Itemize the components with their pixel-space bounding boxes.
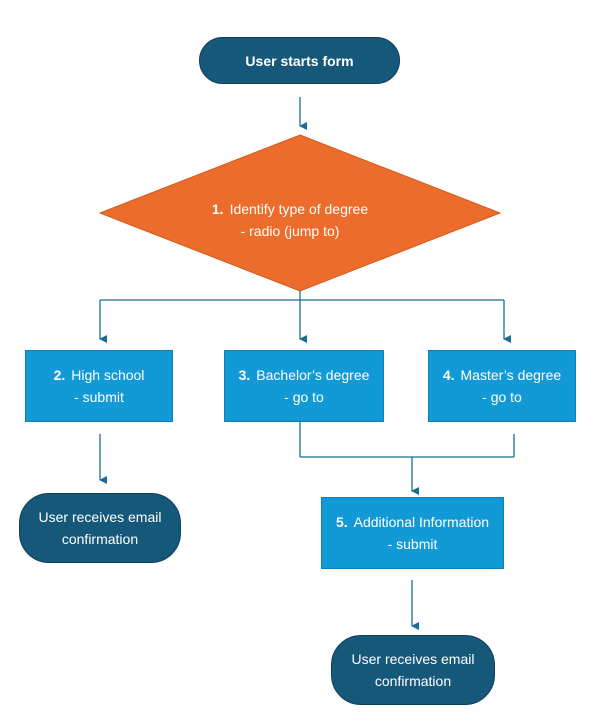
additional-sub: - submit — [387, 536, 438, 552]
start-node: User starts form — [199, 37, 400, 84]
decision-label: Identify type of degree — [229, 201, 369, 217]
end-node-right-line2: confirmation — [374, 673, 452, 689]
high-school-number: 2. — [53, 367, 66, 383]
end-node-left-line1: User receives email — [38, 509, 162, 525]
start-node-label: User starts form — [245, 52, 354, 69]
additional-label: Additional Information — [353, 514, 490, 530]
decision-number: 1. — [211, 201, 224, 217]
additional-number: 5. — [335, 514, 348, 530]
end-node-right-line1: User receives email — [351, 651, 475, 667]
bachelors-label: Bachelor’s degree — [256, 367, 370, 383]
end-node-right: User receives email confirmation — [331, 635, 495, 705]
high-school-label: High school — [71, 367, 145, 383]
bachelors-number: 3. — [238, 367, 251, 383]
masters-number: 4. — [442, 367, 455, 383]
bachelors-node: 3. Bachelor’s degree - go to — [224, 350, 384, 422]
end-node-left: User receives email confirmation — [19, 493, 181, 563]
decision-sub: - radio (jump to) — [240, 223, 340, 239]
additional-info-node: 5. Additional Information - submit — [321, 497, 504, 569]
masters-sub: - go to — [482, 389, 522, 405]
decision-node: 1. Identify type of degree - radio (jump … — [100, 190, 480, 250]
masters-label: Master’s degree — [460, 367, 562, 383]
bachelors-sub: - go to — [284, 389, 324, 405]
masters-node: 4. Master’s degree - go to — [428, 350, 576, 422]
high-school-sub: - submit — [74, 389, 124, 405]
high-school-node: 2. High school - submit — [25, 350, 173, 422]
end-node-left-line2: confirmation — [61, 531, 139, 547]
